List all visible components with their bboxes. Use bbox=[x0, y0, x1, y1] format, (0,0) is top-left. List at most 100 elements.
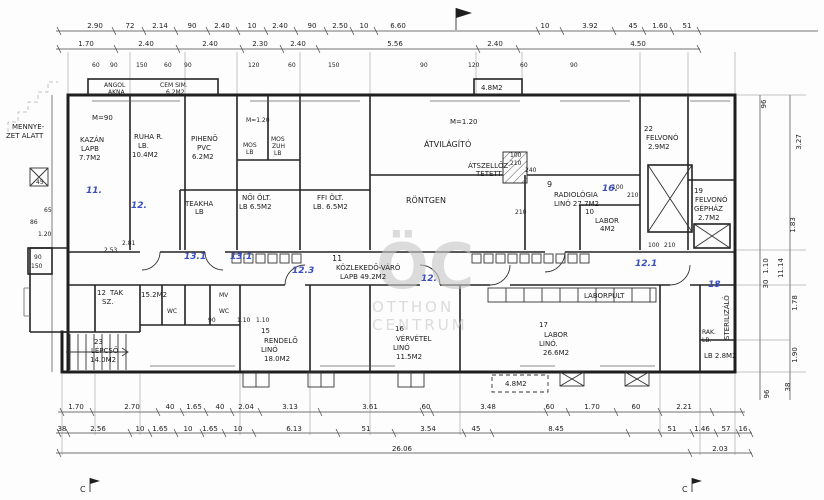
room-label: LAPB bbox=[81, 145, 99, 153]
watermark-logo: ÖC bbox=[376, 230, 474, 303]
section-marker-right: C bbox=[682, 478, 702, 494]
dim-label: 90 bbox=[184, 62, 192, 69]
scale-note: M=1.20 bbox=[450, 118, 478, 126]
dim-label: 2.40 bbox=[272, 22, 288, 30]
dim-label: 3.27 bbox=[795, 134, 803, 150]
dim-label: 40 bbox=[216, 403, 225, 411]
dim-label: 5.56 bbox=[387, 40, 403, 48]
dim-label: 60 bbox=[632, 403, 641, 411]
room-label: LABOR bbox=[544, 331, 568, 339]
room-label: 2.7M2 bbox=[698, 214, 720, 222]
scale-note: M=1.20 bbox=[246, 117, 270, 124]
room-label: MOS bbox=[271, 136, 285, 143]
dim-label: 60 bbox=[288, 62, 296, 69]
room-label: LB bbox=[274, 150, 281, 157]
dim-label: 1.70 bbox=[78, 40, 94, 48]
room-label: LB bbox=[195, 208, 204, 216]
room-label: 7.7M2 bbox=[79, 154, 101, 162]
room-label: LB. bbox=[138, 142, 149, 150]
room-label: TAK bbox=[109, 289, 124, 297]
room-label: LÉPCSŐ bbox=[91, 346, 119, 355]
dim-label: 2.40 bbox=[487, 40, 503, 48]
dim-label: 210 bbox=[515, 209, 527, 216]
room-label: 18.0M2 bbox=[264, 355, 290, 363]
room-label: LB. 6.5M2 bbox=[313, 203, 348, 211]
room-label: RUHA R. bbox=[134, 133, 163, 141]
room-number: 12 bbox=[97, 289, 106, 297]
room-label: RADIOLÓGIA bbox=[554, 190, 598, 199]
room-number: 23 bbox=[94, 338, 103, 346]
dim-label: 90 bbox=[570, 62, 578, 69]
room-label: LINÓ bbox=[261, 345, 278, 354]
dim-label: 10 bbox=[184, 425, 193, 433]
room-label: ANGOL bbox=[104, 82, 126, 89]
room-label: MOS bbox=[243, 142, 257, 149]
blue-note: 18 bbox=[708, 280, 721, 290]
room-label: LINÓ bbox=[393, 343, 410, 352]
dim-label: 2.53 bbox=[104, 247, 118, 254]
dim-label: 2.40 bbox=[202, 40, 218, 48]
dim-label: 60 bbox=[546, 403, 555, 411]
room-label: WC bbox=[167, 308, 177, 315]
dim-label: 86 bbox=[30, 219, 38, 226]
dim-label: 2.70 bbox=[124, 403, 140, 411]
dim-label: 90 bbox=[308, 22, 317, 30]
handwritten-annotations: 11. 12. 13.1 13.1 12.3 12. 16. 12.1 18 bbox=[86, 184, 721, 290]
machine-box bbox=[693, 223, 731, 249]
room-label: TETETT bbox=[475, 170, 503, 178]
dim-label: 26.06 bbox=[392, 445, 413, 453]
room-label: LB. bbox=[702, 337, 711, 344]
dim-label: 38 bbox=[58, 425, 67, 433]
dim-label: 1.65 bbox=[202, 425, 218, 433]
room-number: 10 bbox=[585, 208, 594, 216]
room-label: VÉRVÉTEL bbox=[396, 334, 432, 343]
room-label: LINÓ 27.7M2 bbox=[554, 199, 599, 208]
inner-walls bbox=[62, 95, 735, 372]
dim-labels-wall-top: 60 90 150 60 90 120 60 150 90 120 60 90 bbox=[92, 62, 578, 69]
room-label: KAZÁN bbox=[80, 135, 104, 144]
dim-label: 210 bbox=[510, 160, 522, 167]
room-number: 15 bbox=[261, 327, 270, 335]
dim-label: 2.56 bbox=[90, 425, 106, 433]
blue-note: 12. bbox=[131, 201, 147, 211]
dim-label: 51 bbox=[683, 22, 692, 30]
room-number: 22 bbox=[644, 125, 653, 133]
dim-labels-top-row1: 2.90 72 2.14 90 2.40 10 2.40 90 2.50 10 … bbox=[87, 22, 691, 30]
blue-note: 12.3 bbox=[292, 266, 314, 276]
dim-label: 72 bbox=[126, 22, 135, 30]
dim-label: 57 bbox=[722, 425, 731, 433]
dim-label: 2.40 bbox=[290, 40, 306, 48]
dim-label: 1.65 bbox=[186, 403, 202, 411]
stair-treads bbox=[66, 334, 129, 370]
room-label: LB 6.5M2 bbox=[239, 203, 272, 211]
room-label: PVC bbox=[197, 144, 211, 152]
dim-label: 90 bbox=[188, 22, 197, 30]
dim-label: 6.60 bbox=[390, 22, 406, 30]
dim-label: 6.13 bbox=[286, 425, 302, 433]
dim-label: 2.30 bbox=[252, 40, 268, 48]
dim-labels-left: 45 65 86 1.20 90 150 2.81 2.53 bbox=[30, 179, 136, 270]
dim-label: 3.61 bbox=[362, 403, 378, 411]
section-letter-right: C bbox=[682, 485, 688, 494]
dim-label: 2.40 bbox=[138, 40, 154, 48]
dim-label: 2.21 bbox=[676, 403, 692, 411]
dim-label: 1.46 bbox=[694, 425, 710, 433]
room-label: FELVONÓ bbox=[646, 133, 679, 142]
dim-label: 90 bbox=[208, 317, 216, 324]
dim-label: 150 bbox=[328, 62, 340, 69]
section-marker-left: C bbox=[80, 478, 100, 494]
room-label: RENDELŐ bbox=[264, 336, 298, 345]
dim-label: 1.60 bbox=[652, 22, 668, 30]
area-label: 4.8M2 bbox=[505, 380, 527, 388]
room-label: LAPB 49.2M2 bbox=[340, 273, 386, 281]
window-boxes-bottom bbox=[242, 371, 650, 393]
blue-note: 16. bbox=[602, 184, 618, 194]
dim-label: 100 bbox=[648, 242, 660, 249]
dim-label: 2.14 bbox=[152, 22, 168, 30]
dim-label: 60 bbox=[520, 62, 528, 69]
room-label: AKNA bbox=[108, 89, 126, 96]
room-label: 10.4M2 bbox=[132, 151, 158, 159]
room-label: ÁTSZELLŐZ- bbox=[468, 161, 511, 170]
blue-note: 13.1 bbox=[184, 252, 206, 262]
